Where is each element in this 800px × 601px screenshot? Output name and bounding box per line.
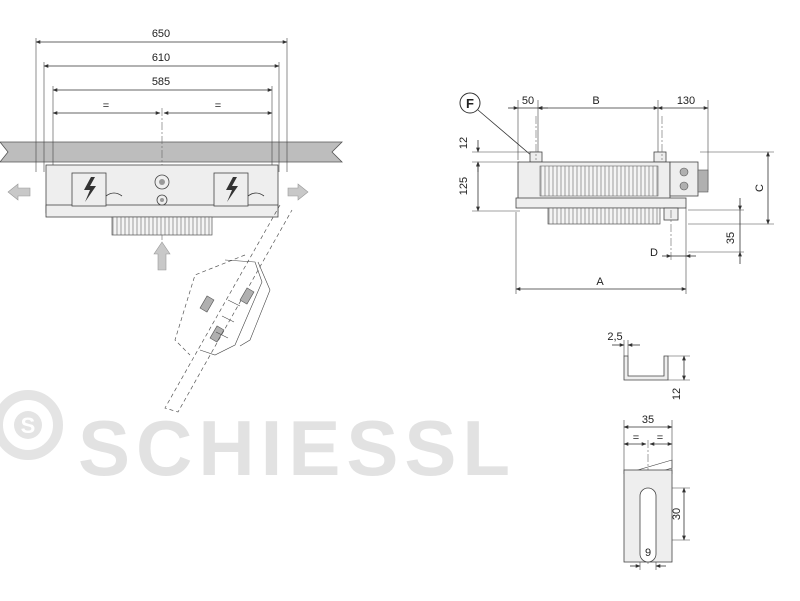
dim-B: B <box>592 95 599 107</box>
dim-12: 12 <box>458 137 470 149</box>
dim-slot-equal-right: = <box>657 432 663 444</box>
dim-130: 130 <box>677 95 695 107</box>
airflow-arrow-left <box>7 183 31 201</box>
ceiling-slab <box>0 141 343 163</box>
callout-f: F <box>459 92 533 157</box>
dim-585: 585 <box>152 76 170 88</box>
airflow-arrow-up <box>153 241 171 271</box>
dim-50: 50 <box>522 95 534 107</box>
slot-hole <box>639 487 657 563</box>
lightning-icon <box>226 177 238 202</box>
dim-A: A <box>596 276 604 288</box>
watermark: S SCHIESSL <box>0 390 516 492</box>
dim-equal-left: = <box>103 100 109 112</box>
dim-rail-12: 12 <box>671 388 683 400</box>
unit-base-plate <box>45 204 279 218</box>
side-fan-guard <box>547 207 661 225</box>
dim-650: 650 <box>152 28 170 40</box>
dim-slot-9: 9 <box>645 547 651 559</box>
logo-letter: S <box>21 413 36 438</box>
coil-fins <box>539 165 659 197</box>
detail-slot: 35 = = 30 9 <box>623 414 690 570</box>
dim-slot-equal-left: = <box>633 432 639 444</box>
dim-slot-30: 30 <box>671 508 683 520</box>
fan-guard <box>111 216 213 236</box>
side-view: 50 B 130 F 12 125 <box>458 92 774 294</box>
dim-slot-35: 35 <box>642 414 654 426</box>
dim-equal-right: = <box>215 100 221 112</box>
tilted-unit-outline <box>164 204 293 413</box>
rail-profile <box>623 355 669 381</box>
dim-610: 610 <box>152 52 170 64</box>
dim-C: C <box>754 184 766 192</box>
side-junction-box <box>669 161 699 197</box>
dim-D: D <box>650 247 658 259</box>
callout-f-label: F <box>466 96 474 111</box>
schiessl-logo: S <box>0 390 63 460</box>
detail-rail-profile: 2,5 12 <box>607 331 690 400</box>
dim-2-5: 2,5 <box>607 331 622 343</box>
brand-name: SCHIESSL <box>78 404 516 492</box>
dim-125: 125 <box>458 177 470 195</box>
front-view: 650 610 585 = = <box>0 28 343 413</box>
dim-35: 35 <box>725 232 737 244</box>
lightning-icon <box>84 177 96 202</box>
airflow-arrow-right <box>287 183 309 201</box>
